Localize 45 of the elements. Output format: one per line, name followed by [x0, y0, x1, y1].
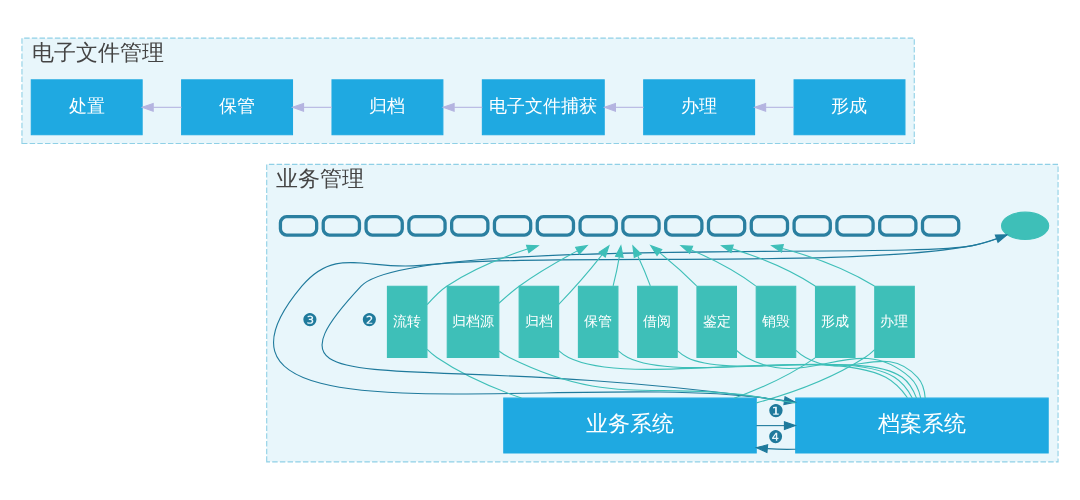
node-box: 归档 — [518, 285, 560, 359]
node-box: 业务系统 — [503, 397, 757, 454]
node-box: 流转 — [386, 285, 428, 359]
connector — [733, 357, 816, 399]
arrow — [720, 244, 816, 287]
connector — [795, 349, 926, 399]
arrow — [679, 245, 757, 287]
arrow — [612, 244, 624, 287]
node-box: 形成 — [814, 285, 856, 359]
node-box: 电子文件捕获 — [481, 79, 605, 136]
edge-label: ❶ — [768, 400, 784, 421]
node-box: 保管 — [577, 285, 619, 359]
arrow — [498, 244, 589, 304]
edge-label: ❹ — [768, 426, 784, 447]
node-box: 办理 — [874, 285, 915, 359]
node-box: 处置 — [30, 79, 143, 136]
connector — [617, 350, 913, 399]
edge-label: ❸ — [302, 310, 318, 331]
node-ellipse — [1000, 211, 1050, 241]
connector — [676, 350, 918, 399]
node-box: 归档源 — [446, 285, 500, 359]
arrow — [140, 102, 183, 112]
node-box: 借阅 — [637, 285, 678, 359]
arrow — [753, 102, 795, 112]
arrow — [558, 244, 610, 305]
arrow — [426, 244, 540, 306]
connector — [736, 349, 922, 399]
node-box: 保管 — [181, 79, 294, 136]
node-box: 办理 — [643, 79, 756, 136]
node-box: 销毁 — [755, 285, 797, 359]
node-box: 档案系统 — [795, 397, 1049, 454]
arrow — [632, 244, 651, 287]
arrow — [602, 102, 645, 112]
node-box: 鉴定 — [696, 285, 737, 359]
connector — [558, 350, 908, 399]
edge-label: ❷ — [361, 310, 378, 331]
arrow — [755, 421, 798, 431]
arrow — [754, 444, 796, 454]
node-box: 形成 — [793, 79, 906, 136]
connector — [426, 348, 522, 399]
node-box: 归档 — [331, 79, 444, 136]
arrow — [649, 244, 698, 287]
arrow — [290, 102, 333, 112]
arrow — [770, 244, 875, 287]
arrow — [441, 102, 483, 112]
